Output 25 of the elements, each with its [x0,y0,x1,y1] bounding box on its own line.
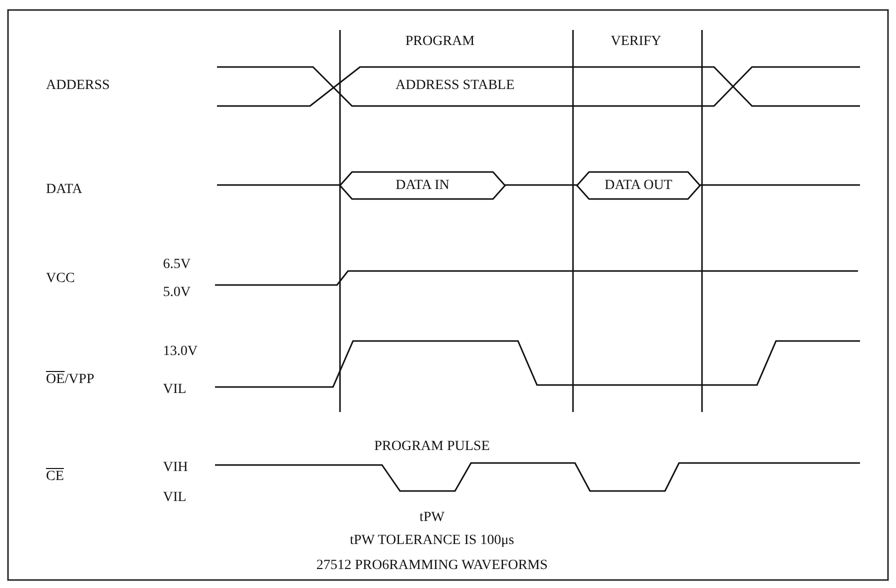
voltage-level: VIL [163,490,186,506]
note-text: tPW TOLERANCE IS 100μs [350,533,514,549]
data-bus-line [700,184,860,186]
bus-value-text: DATA OUT [604,178,672,194]
voltage-level: VIH [163,460,188,476]
signal-name: VCC [46,271,75,287]
figure-caption: 27512 PRO6RAMMING WAVEFORMS [316,558,548,574]
phase-label: VERIFY [610,34,662,50]
voltage-level: 6.5V [163,257,191,273]
data-bus-line [217,184,340,186]
voltage-level: 13.0V [163,344,198,360]
bus-value-hexagon [577,172,700,199]
signal-name: DATA [46,182,82,198]
bus-value-text: DATA IN [396,178,450,194]
phase-label: PROGRAM [405,34,475,50]
timing-parameter: tPW [420,510,444,526]
voltage-level: VIL [163,382,186,398]
voltage-level: 5.0V [163,285,191,301]
signal-name: OE/VPP [46,372,94,388]
signal-name: ADDERSS [46,78,110,94]
bus-value-hexagon [340,172,505,199]
signal-name: CE [46,469,64,485]
bus-state-label: ADDRESS STABLE [395,78,515,94]
data-bus-line [505,184,577,186]
pulse-label: PROGRAM PULSE [374,439,490,455]
